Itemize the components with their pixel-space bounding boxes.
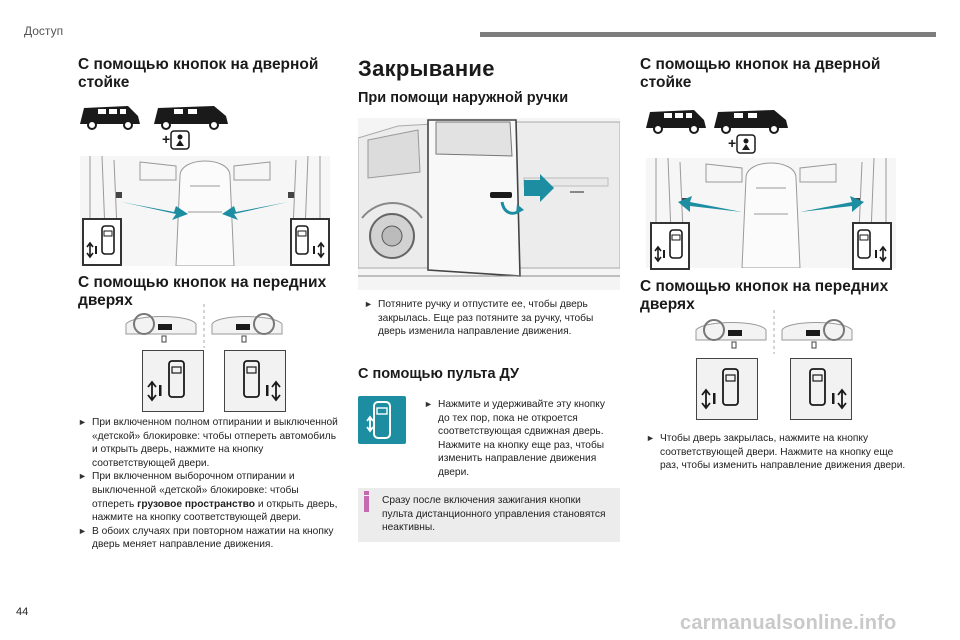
bullet-bold-text: грузовое пространство bbox=[137, 498, 256, 510]
section-label: Доступ bbox=[24, 24, 64, 38]
front-door-button-left-right-col bbox=[696, 358, 758, 420]
sliding-door-handle-illustration bbox=[358, 118, 620, 290]
pillar-button-right-right-col bbox=[852, 222, 892, 270]
bullet-text: При включенном полном отпирании и выключ… bbox=[92, 417, 338, 469]
info-note: Сразу после включения зажигания кнопки п… bbox=[358, 488, 620, 542]
van-interior-illustration bbox=[80, 156, 330, 266]
pillar-button-right bbox=[290, 218, 330, 266]
info-icon bbox=[364, 491, 369, 495]
info-note-text: Сразу после включения зажигания кнопки п… bbox=[382, 495, 606, 534]
list-item: ► В обоих случаях при повторном нажатии … bbox=[78, 525, 340, 552]
pillar-button-left bbox=[82, 218, 122, 266]
svg-text:+: + bbox=[728, 135, 736, 151]
list-item: ► При включенном выборочном отпирании и … bbox=[78, 470, 340, 524]
van-long-icon bbox=[646, 110, 706, 134]
bullet-triangle-icon: ► bbox=[78, 417, 87, 427]
heading-remote: С помощью пульта ДУ bbox=[358, 366, 520, 382]
front-door-button-right-right-col bbox=[790, 358, 852, 420]
sliding-door-button-icon bbox=[147, 360, 185, 402]
bullet-text: Чтобы дверь закрылась, нажмите на кнопку… bbox=[660, 433, 906, 472]
right-bullet: ► Чтобы дверь закрылась, нажмите на кноп… bbox=[646, 432, 908, 473]
dashboard-illustration bbox=[125, 304, 283, 348]
bullet-text: Нажмите и удерживайте эту кнопку до тех … bbox=[438, 399, 605, 478]
list-item: ► При включенном полном отпирании и выкл… bbox=[78, 416, 340, 470]
bullet-text: Потяните ручку и отпустите ее, чтобы две… bbox=[378, 299, 594, 338]
remote-bullet: ► Нажмите и удерживайте эту кнопку до те… bbox=[424, 398, 614, 480]
sliding-door-button-icon bbox=[809, 368, 847, 410]
bullet-text: При включенном выборочном отпирании и вы… bbox=[92, 471, 299, 510]
sliding-door-button-icon bbox=[857, 229, 887, 263]
handle-bullet: ► Потяните ручку и отпустите ее, чтобы д… bbox=[364, 298, 620, 339]
sliding-door-button-icon bbox=[295, 225, 325, 259]
van-short-icon bbox=[154, 106, 228, 130]
bullet-text-tail: и открыть дверь, нажмите на кнопку соотв… bbox=[92, 498, 338, 524]
sliding-door-button-icon bbox=[86, 225, 115, 259]
bullet-triangle-icon: ► bbox=[364, 299, 373, 309]
bullet-triangle-icon: ► bbox=[78, 471, 87, 482]
remote-key-icon bbox=[366, 401, 391, 439]
remote-key-icon bbox=[358, 396, 406, 444]
child-lock-icon bbox=[170, 130, 190, 150]
page-number: 44 bbox=[16, 606, 29, 618]
pillar-button-left-right-col bbox=[650, 222, 690, 270]
van-long-icon bbox=[80, 106, 140, 130]
heading-pillar-buttons-right: С помощью кнопок на дверной стойке bbox=[640, 56, 881, 91]
front-door-button-right bbox=[224, 350, 286, 412]
bullet-triangle-icon: ► bbox=[646, 433, 655, 443]
left-column: С помощью кнопок на дверной стойке bbox=[78, 56, 358, 576]
svg-text:+: + bbox=[162, 131, 170, 147]
section-title: Закрывание bbox=[358, 56, 495, 81]
sliding-door-button-icon bbox=[654, 229, 683, 263]
child-lock-icon bbox=[736, 134, 756, 154]
bullet-text: В обоих случаях при повторном нажатии на… bbox=[92, 525, 334, 551]
dashboard-illustration-right bbox=[695, 310, 853, 354]
sliding-door-button-icon bbox=[701, 368, 739, 410]
bullet-triangle-icon: ► bbox=[424, 399, 433, 409]
heading-outer-handle: При помощи наружной ручки bbox=[358, 90, 569, 106]
heading-pillar-buttons: С помощью кнопок на дверной стойке bbox=[78, 56, 319, 91]
van-short-icon bbox=[714, 110, 788, 134]
heading-front-door-buttons: С помощью кнопок на передних дверях bbox=[78, 274, 327, 309]
header-rule bbox=[480, 32, 936, 37]
info-icon-bar bbox=[364, 496, 369, 512]
front-door-button-left bbox=[142, 350, 204, 412]
watermark: carmanualsonline.info bbox=[680, 612, 897, 634]
sliding-door-button-icon bbox=[243, 360, 281, 402]
left-bullet-list: ► При включенном полном отпирании и выкл… bbox=[78, 416, 340, 552]
heading-front-door-buttons-right: С помощью кнопок на передних дверях bbox=[640, 278, 889, 313]
bullet-triangle-icon: ► bbox=[78, 525, 87, 536]
van-models-illustration-right: + bbox=[646, 110, 788, 154]
van-models-illustration: + bbox=[80, 106, 228, 150]
